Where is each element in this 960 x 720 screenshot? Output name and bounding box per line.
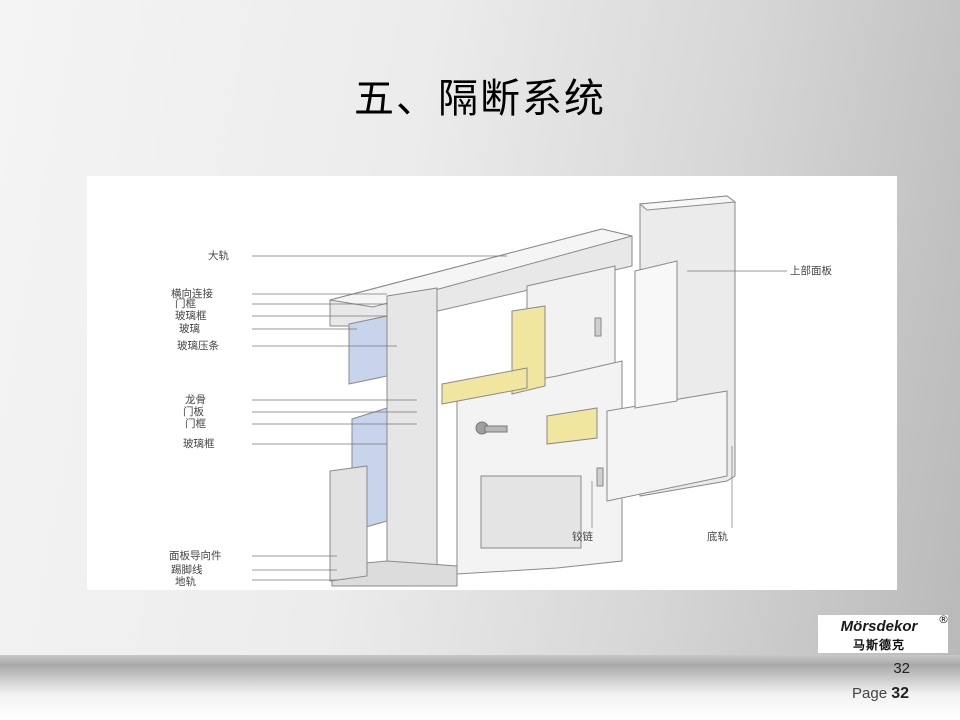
label-glass-frame-upper: 玻璃框	[175, 309, 207, 322]
logo-brand-cn: 马斯德克	[852, 638, 905, 652]
logo-brand-en: Mörsdekor	[840, 618, 918, 635]
insulation-middle	[441, 367, 528, 405]
door-handle	[475, 421, 508, 435]
page-footer-label: Page	[852, 685, 888, 702]
hinge-upper	[594, 317, 602, 337]
page-footer: Page 32	[852, 685, 909, 703]
left-frame	[386, 287, 438, 582]
hinge-lower	[596, 467, 604, 487]
registered-mark: ®	[938, 613, 949, 626]
partition-diagram: 大轨 横向连接 门框 玻璃框 玻璃 玻璃压条 龙骨 门板 门框 玻璃框 面板导向…	[87, 176, 897, 590]
label-skirting: 踢脚线	[171, 563, 203, 576]
label-glass-frame-lower: 玻璃框	[183, 437, 215, 450]
label-hinge: 铰链	[572, 530, 593, 543]
label-door-leaf: 门板	[183, 405, 204, 418]
page-number: 32	[893, 660, 910, 677]
label-glass: 玻璃	[179, 322, 200, 335]
partition-drawing: 大轨 横向连接 门框 玻璃框 玻璃 玻璃压条 龙骨 门板 门框 玻璃框 面板导向…	[169, 195, 832, 588]
upper-glass-panel	[348, 315, 388, 385]
label-stud: 龙骨	[185, 393, 206, 406]
insulation-right	[546, 407, 598, 445]
footer-band	[0, 655, 960, 720]
door-louver	[480, 475, 582, 549]
brand-logo: Mörsdekor 马斯德克 ®	[818, 613, 949, 653]
label-top-rail: 大轨	[208, 249, 229, 262]
label-glass-bead: 玻璃压条	[177, 339, 219, 352]
right-lower-panel	[606, 390, 728, 502]
label-bottom-rail: 底轨	[707, 530, 728, 543]
slide-title: 五、隔断系统	[354, 76, 606, 122]
label-floor-rail: 地轨	[175, 575, 196, 588]
label-cross-connector: 横向连接	[171, 287, 213, 300]
page-footer-number: 32	[891, 685, 910, 702]
label-door-frame-upper: 门框	[175, 297, 196, 310]
label-panel-guide: 面板导向件	[169, 549, 222, 562]
label-upper-panel: 上部面板	[790, 264, 832, 277]
label-door-frame-lower: 门框	[185, 417, 206, 430]
